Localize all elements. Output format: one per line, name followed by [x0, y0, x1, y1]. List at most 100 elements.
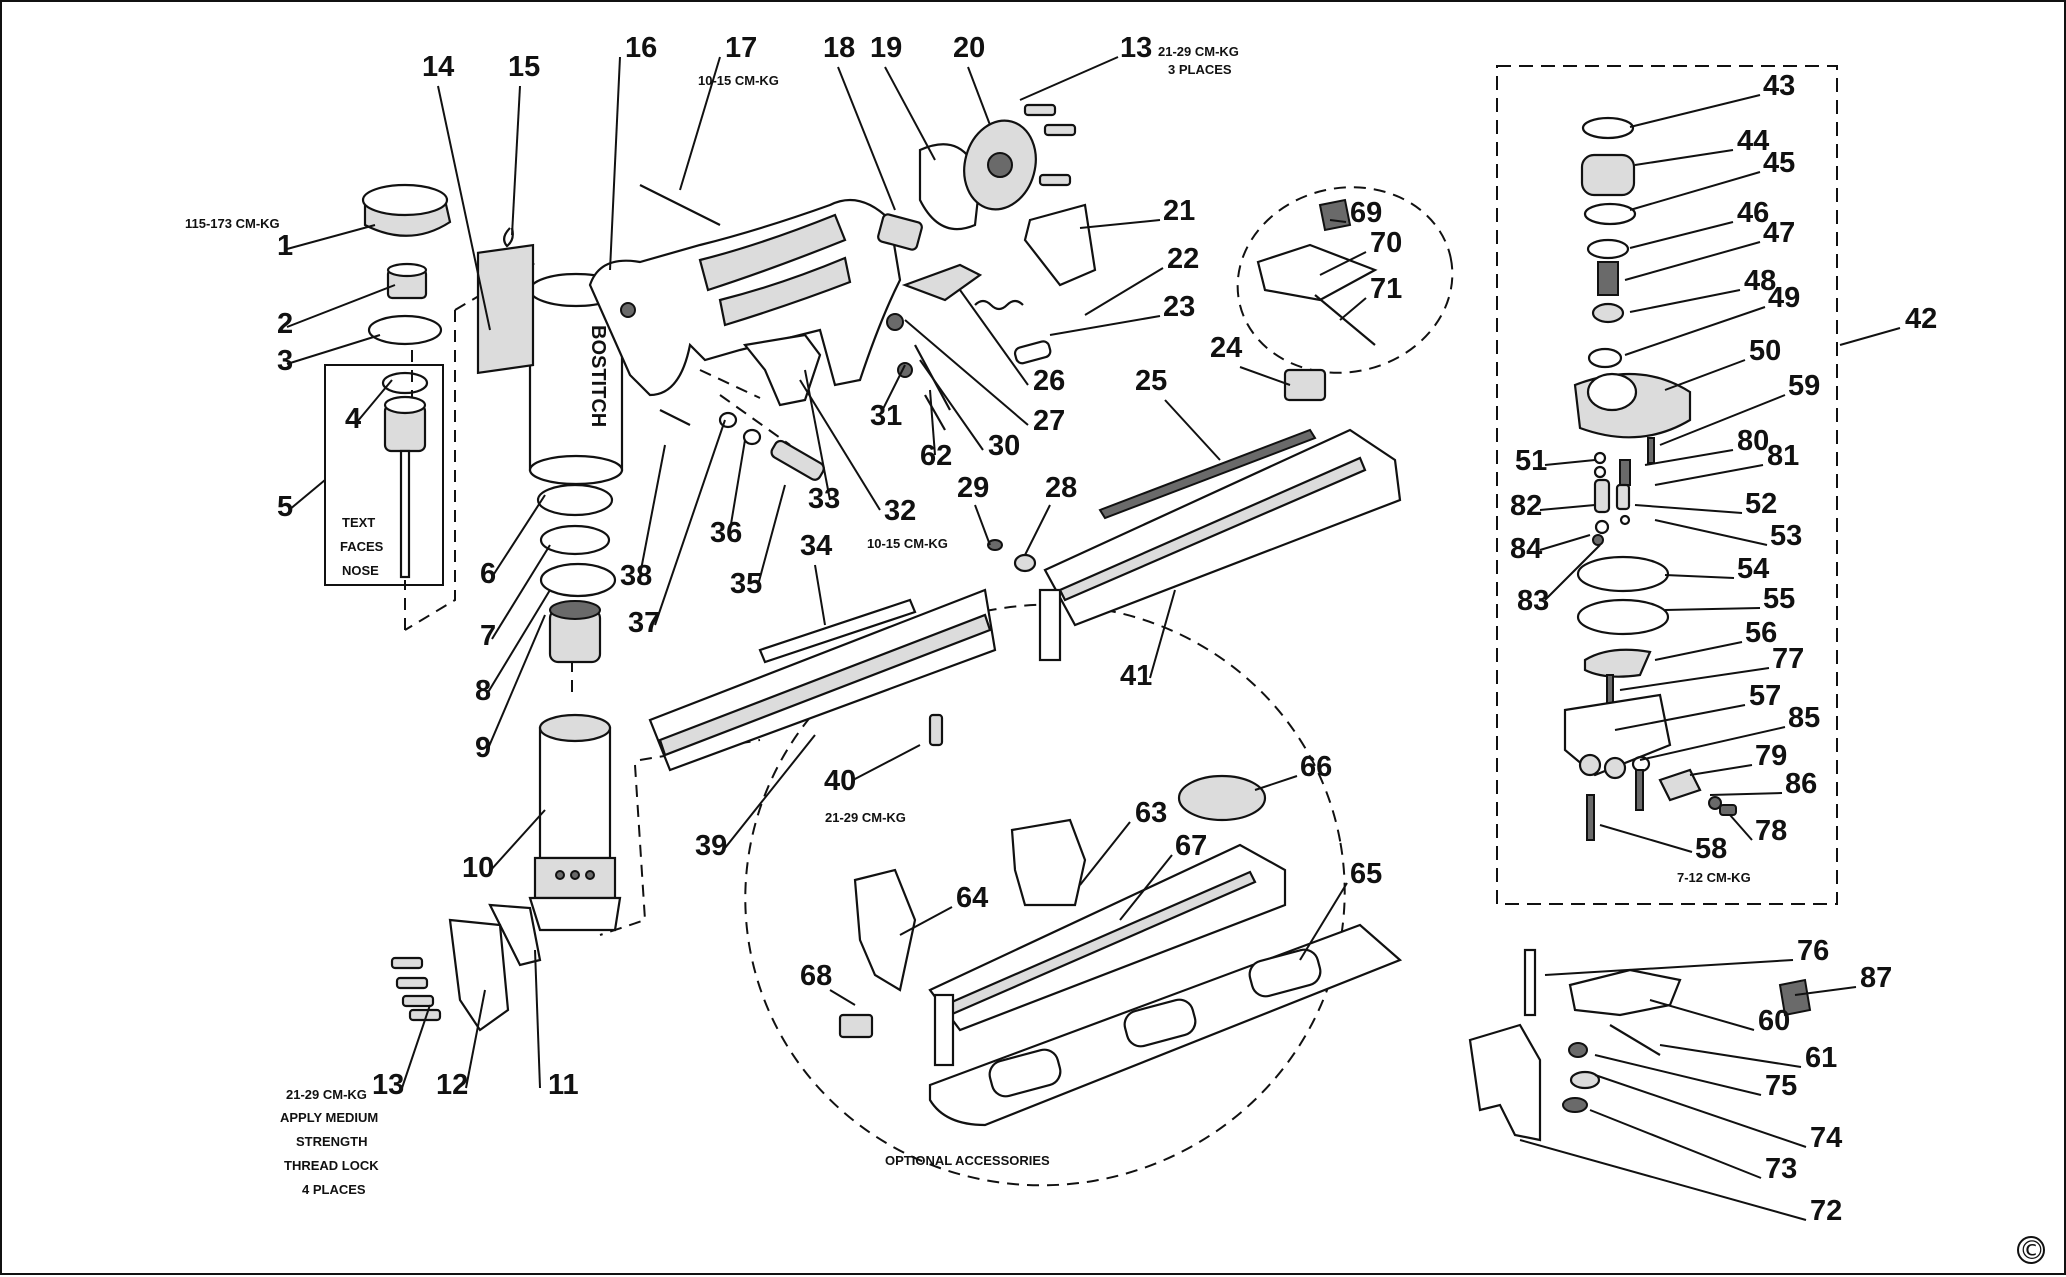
part-oring-36 [742, 428, 762, 446]
part-valve-9 [548, 600, 602, 664]
callout-14: 14 [422, 51, 454, 83]
leader-line-27 [904, 319, 1029, 426]
leader-line-8 [486, 589, 551, 695]
nose-assembly [1468, 948, 1812, 1142]
callout-59: 59 [1788, 370, 1820, 402]
leader-line-77 [1619, 667, 1770, 691]
leader-line-58 [1599, 824, 1693, 853]
callout-76: 76 [1797, 935, 1829, 967]
callout-35: 35 [730, 568, 762, 600]
callout-65: 65 [1350, 858, 1382, 890]
part-oring-37 [718, 411, 738, 429]
callout-43: 43 [1763, 70, 1795, 102]
leader-line-51 [1544, 459, 1596, 466]
part-trigger-21 [1023, 203, 1097, 287]
callout-30: 30 [988, 430, 1020, 462]
callout-25: 25 [1135, 365, 1167, 397]
callout-86: 86 [1785, 768, 1817, 800]
callout-82: 82 [1510, 490, 1542, 522]
leader-line-49 [1624, 306, 1766, 356]
leader-line-74 [1594, 1074, 1807, 1148]
leader-line-14 [437, 85, 491, 331]
part-valve-35 [770, 439, 825, 481]
leader-line-46 [1629, 221, 1734, 249]
note-text: TEXT [342, 515, 375, 530]
leader-line-3 [286, 334, 381, 365]
callout-7: 7 [480, 620, 496, 652]
callout-23: 23 [1163, 291, 1195, 323]
leader-line-9 [486, 614, 546, 752]
leader-line-5 [288, 479, 326, 511]
note-text: FACES [340, 539, 384, 554]
leader-line-32 [799, 379, 881, 511]
leader-line-12 [465, 989, 486, 1089]
leader-line-22 [1084, 267, 1164, 316]
leader-line-23 [1049, 315, 1161, 336]
callout-31: 31 [870, 400, 902, 432]
note-text: 21-29 CM-KG [825, 810, 906, 825]
part-piston-driver [383, 395, 427, 579]
leader-line-87 [1794, 986, 1857, 996]
callout-26: 26 [1033, 365, 1065, 397]
leader-line-21 [1079, 219, 1161, 229]
leader-line-45 [1629, 171, 1761, 211]
callout-33: 33 [808, 483, 840, 515]
leader-line-83 [1544, 544, 1601, 601]
leader-line-15 [511, 85, 521, 236]
note-text: THREAD LOCK [284, 1158, 379, 1173]
leader-line-75 [1594, 1054, 1762, 1096]
part-spring-22 [974, 299, 1024, 311]
optional-accessories-label: OPTIONAL ACCESSORIES [885, 1153, 1050, 1168]
leader-line-64 [899, 906, 953, 936]
callout-29: 29 [957, 472, 989, 504]
callout-85: 85 [1788, 702, 1820, 734]
callout-41: 41 [1120, 660, 1152, 692]
callout-71: 71 [1370, 273, 1402, 305]
callout-50: 50 [1749, 335, 1781, 367]
callout-53: 53 [1770, 520, 1802, 552]
brand-logo: BOSTITCH [587, 325, 609, 427]
part-pin-71 [1314, 294, 1376, 346]
note-text: APPLY MEDIUM [280, 1110, 378, 1125]
callout-68: 68 [800, 960, 832, 992]
callout-5: 5 [277, 491, 293, 523]
callout-28: 28 [1045, 472, 1077, 504]
leader-line-43 [1629, 94, 1761, 128]
note-text: NOSE [342, 563, 379, 578]
leader-line-50 [1664, 359, 1746, 391]
note-text: 10-15 CM-KG [698, 73, 779, 88]
note-text: 4 PLACES [302, 1182, 366, 1197]
copyright-symbol: © [2019, 1236, 2045, 1266]
accessory-group-ellipse [744, 603, 1346, 1187]
note-text: 10-15 CM-KG [867, 536, 948, 551]
callout-9: 9 [475, 732, 491, 764]
callout-87: 87 [1860, 962, 1892, 994]
leader-line-7 [491, 544, 551, 640]
leader-line-81 [1654, 464, 1764, 486]
callout-56: 56 [1745, 617, 1777, 649]
callout-13: 13 [372, 1069, 404, 1101]
callout-55: 55 [1763, 583, 1795, 615]
callout-80: 80 [1737, 425, 1769, 457]
leader-line-69 [1329, 219, 1347, 223]
part-pin-17 [639, 184, 721, 226]
callout-74: 74 [1810, 1122, 1842, 1154]
piston-group-box [324, 364, 444, 586]
part-screws-13 [390, 956, 442, 1022]
callout-leaders [286, 56, 1901, 1221]
cap-group-box [1496, 65, 1838, 905]
leader-line-70 [1319, 251, 1367, 276]
callout-63: 63 [1135, 797, 1167, 829]
callout-47: 47 [1763, 217, 1795, 249]
callout-3: 3 [277, 345, 293, 377]
part-oring-6 [536, 483, 614, 517]
callout-24: 24 [1210, 332, 1242, 364]
part-plate-11 [488, 903, 542, 967]
callout-38: 38 [620, 560, 652, 592]
leader-line-4 [356, 379, 393, 423]
part-spring-69 [1318, 198, 1352, 232]
leader-line-84 [1539, 534, 1591, 551]
leader-line-57 [1614, 704, 1746, 731]
leader-line-47 [1624, 241, 1761, 281]
